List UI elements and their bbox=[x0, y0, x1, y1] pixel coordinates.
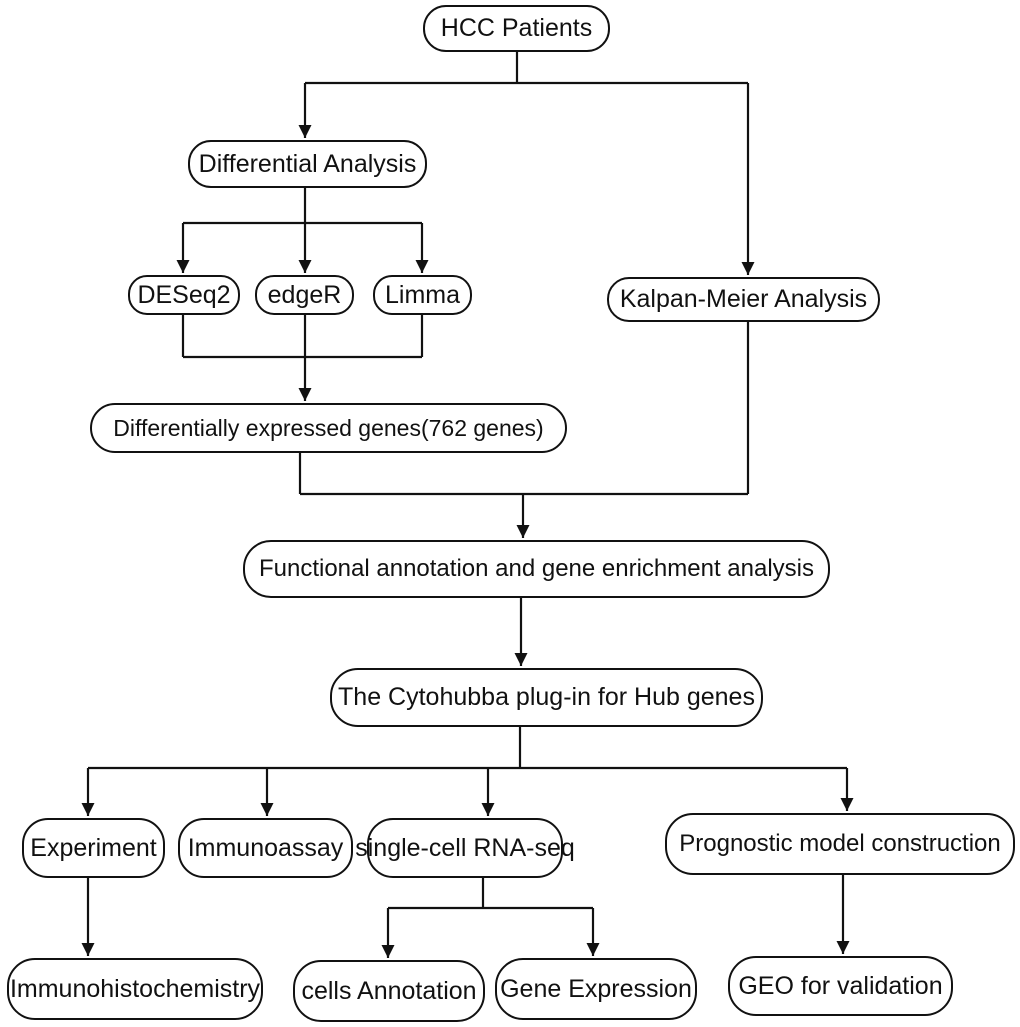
node-prognostic-model-construction: Prognostic model construction bbox=[665, 813, 1015, 875]
node-cells-annotation: cells Annotation bbox=[293, 960, 485, 1022]
node-immunoassay: Immunoassay bbox=[178, 818, 353, 878]
node-differential-analysis: Differential Analysis bbox=[188, 140, 427, 188]
node-cytohubba-plugin: The Cytohubba plug-in for Hub genes bbox=[330, 668, 763, 727]
node-single-cell-rna-seq: single-cell RNA-seq bbox=[355, 818, 575, 878]
node-deseq2: DESeq2 bbox=[128, 275, 240, 315]
node-geo-for-validation: GEO for validation bbox=[728, 956, 953, 1016]
node-experiment: Experiment bbox=[22, 818, 165, 878]
node-immunohistochemistry: Immunohistochemistry bbox=[7, 958, 263, 1020]
node-differentially-expressed-genes: Differentially expressed genes(762 genes… bbox=[90, 403, 567, 453]
node-limma: Limma bbox=[373, 275, 472, 315]
node-kalpan-meier-analysis: Kalpan-Meier Analysis bbox=[607, 277, 880, 322]
node-gene-expression: Gene Expression bbox=[495, 958, 697, 1020]
node-edger: edgeR bbox=[255, 275, 354, 315]
node-functional-annotation: Functional annotation and gene enrichmen… bbox=[243, 540, 830, 598]
node-hcc-patients: HCC Patients bbox=[423, 5, 610, 52]
